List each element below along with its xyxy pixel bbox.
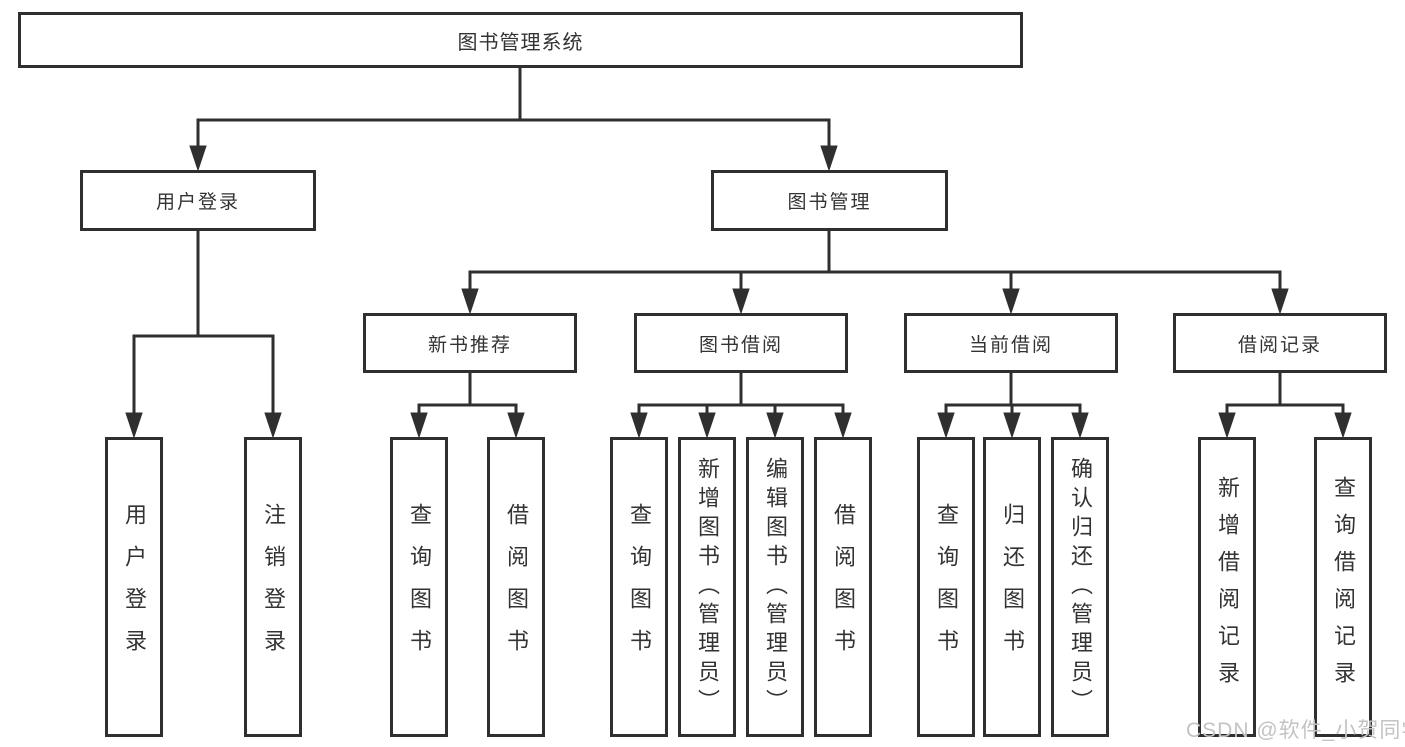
connector-borrow-records-children: [1218, 369, 1352, 439]
node-label: 当前借阅: [968, 334, 1053, 356]
leaf-return-books: 归还图书: [983, 437, 1041, 737]
node-label: 确认归还（管理员）: [1068, 456, 1093, 718]
connector-book-borrow-children: [630, 369, 852, 439]
node-label: 新增图书（管理员）: [695, 456, 720, 718]
leaf-edit-books-admin: 编辑图书（管理员）: [746, 437, 804, 737]
connector-new-book-rec-children: [410, 369, 525, 439]
leaf-borrow-books: 借阅图书: [814, 437, 872, 737]
leaf-borrow-books: 借阅图书: [487, 437, 545, 737]
leaf-confirm-return-admin: 确认归还（管理员）: [1051, 437, 1109, 737]
node-label: 图书借阅: [698, 334, 783, 356]
node-label: 查询图书: [627, 503, 652, 671]
node-book-management: 图书管理: [711, 170, 948, 231]
leaf-query-books: 查询图书: [390, 437, 448, 737]
node-new-book-recommend: 新书推荐: [363, 313, 577, 373]
connector-root-to-level2: [189, 64, 838, 172]
node-label: 查询图书: [934, 503, 959, 671]
connector-current-borrow-children: [937, 369, 1089, 439]
leaf-query-books: 查询图书: [917, 437, 975, 737]
node-label: 借阅记录: [1237, 334, 1322, 356]
leaf-user-login: 用户登录: [105, 437, 163, 737]
node-label: 图书管理系统: [457, 31, 584, 54]
node-label: 查询图书: [407, 503, 432, 671]
node-label: 新书推荐: [427, 334, 512, 356]
leaf-logout: 注销登录: [244, 437, 302, 737]
leaf-query-borrow-record: 查询借阅记录: [1314, 437, 1372, 737]
connector-user-login-children: [125, 227, 282, 439]
node-label: 注销登录: [261, 503, 286, 671]
node-label: 图书管理: [787, 192, 872, 213]
leaf-add-books-admin: 新增图书（管理员）: [678, 437, 736, 737]
node-borrow-records: 借阅记录: [1173, 313, 1387, 373]
leaf-add-borrow-record: 新增借阅记录: [1198, 437, 1256, 737]
leaf-query-books: 查询图书: [610, 437, 668, 737]
node-label: 用户登录: [155, 192, 240, 213]
node-current-borrowing: 当前借阅: [904, 313, 1118, 373]
node-label: 归还图书: [1000, 503, 1025, 671]
connector-book-mgmt-children: [461, 227, 1289, 315]
node-label: 新增借阅记录: [1215, 476, 1240, 698]
node-label: 编辑图书（管理员）: [763, 456, 788, 718]
node-label: 借阅图书: [831, 503, 856, 671]
node-label: 借阅图书: [504, 503, 529, 671]
node-book-borrowing: 图书借阅: [634, 313, 848, 373]
node-user-login: 用户登录: [80, 170, 316, 231]
node-library-management-system: 图书管理系统: [18, 12, 1023, 68]
node-label: 用户登录: [122, 503, 147, 671]
node-label: 查询借阅记录: [1331, 476, 1356, 698]
